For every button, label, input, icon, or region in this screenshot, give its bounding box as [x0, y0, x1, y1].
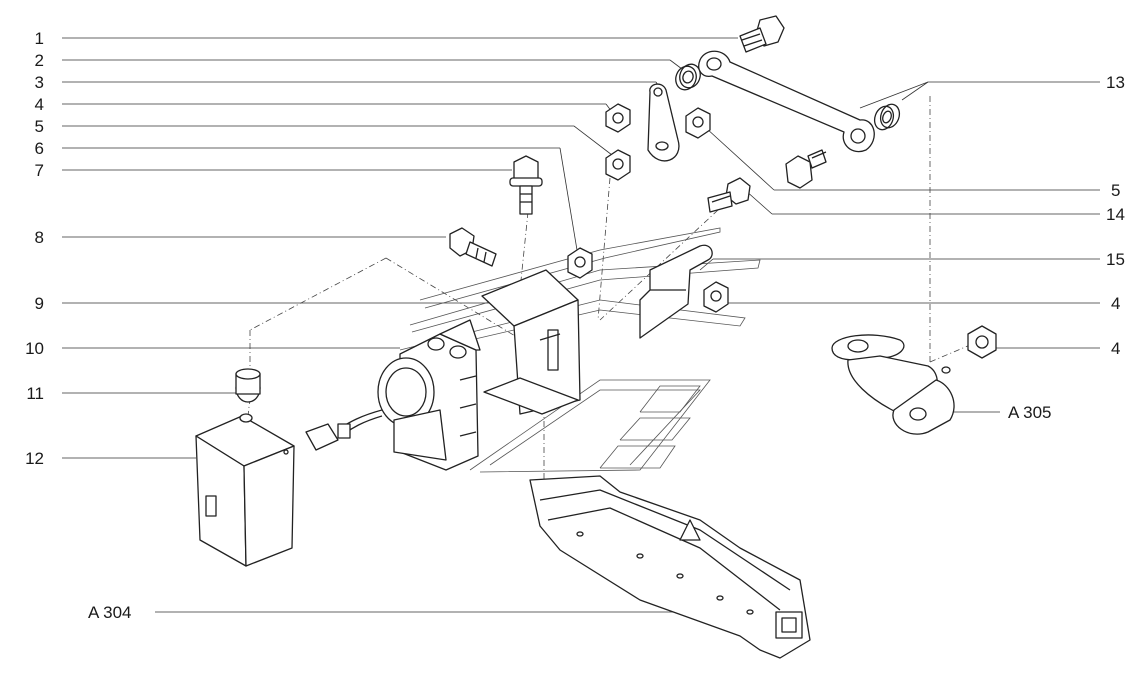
spacer-bushing-part-11 — [235, 368, 261, 403]
actuator-assembly-part-10 — [377, 319, 481, 471]
callout-label-10: 10 — [25, 339, 44, 358]
callout-label-3: 3 — [34, 73, 44, 92]
callout-label-8: 8 — [34, 228, 44, 247]
manifold-a304 — [529, 475, 811, 659]
callout-label-6: 6 — [34, 139, 44, 158]
callout-label-4-right-a: 4 — [1111, 294, 1121, 313]
spring-washer-part-2 — [675, 63, 701, 91]
callout-label-7: 7 — [34, 161, 44, 180]
callout-label-9: 9 — [34, 294, 44, 313]
connector-cable — [305, 409, 383, 451]
callout-label-1: 1 — [34, 29, 44, 48]
support-bracket-part-9 — [481, 269, 581, 415]
callout-label-11: 11 — [26, 384, 44, 403]
callout-label-15: 15 — [1106, 250, 1125, 269]
callout-label-5: 5 — [34, 117, 44, 136]
callout-label-a304: A 304 — [88, 603, 132, 622]
bolt-part-8 — [449, 227, 497, 267]
link-rod-part-13 — [698, 50, 875, 153]
elbow-fitting-a305 — [831, 334, 955, 435]
callout-label-a305: A 305 — [1008, 403, 1052, 422]
assembly-axis-lines — [247, 96, 971, 490]
callout-label-12: 12 — [25, 449, 44, 468]
hex-nut-part-5 — [685, 107, 711, 139]
lever-plate-part-3 — [647, 83, 680, 162]
callout-label-4-right-b: 4 — [1111, 339, 1121, 358]
bracket-plate-part-15 — [639, 244, 713, 339]
hex-nut-part-4-right — [967, 325, 997, 359]
callout-label-13: 13 — [1106, 73, 1125, 92]
callout-label-4: 4 — [34, 95, 44, 114]
bolt-top-part-1 — [739, 15, 785, 53]
hex-nut-part-4-top — [605, 103, 631, 133]
bolt-part-7 — [509, 155, 543, 215]
leader-lines-right — [699, 81, 1100, 413]
bolt-part-14 — [707, 177, 751, 213]
hex-nut-part-6 — [605, 149, 631, 181]
callout-label-5-right: 5 — [1111, 181, 1121, 200]
cover-part-12 — [195, 413, 295, 567]
bolt-right — [785, 149, 827, 189]
hex-nut-part-4-mid — [703, 281, 729, 313]
callout-label-14: 14 — [1106, 205, 1125, 224]
hex-nut-part-5-lower — [567, 247, 593, 279]
spring-washer-right — [873, 103, 901, 131]
callout-label-2: 2 — [34, 51, 44, 70]
